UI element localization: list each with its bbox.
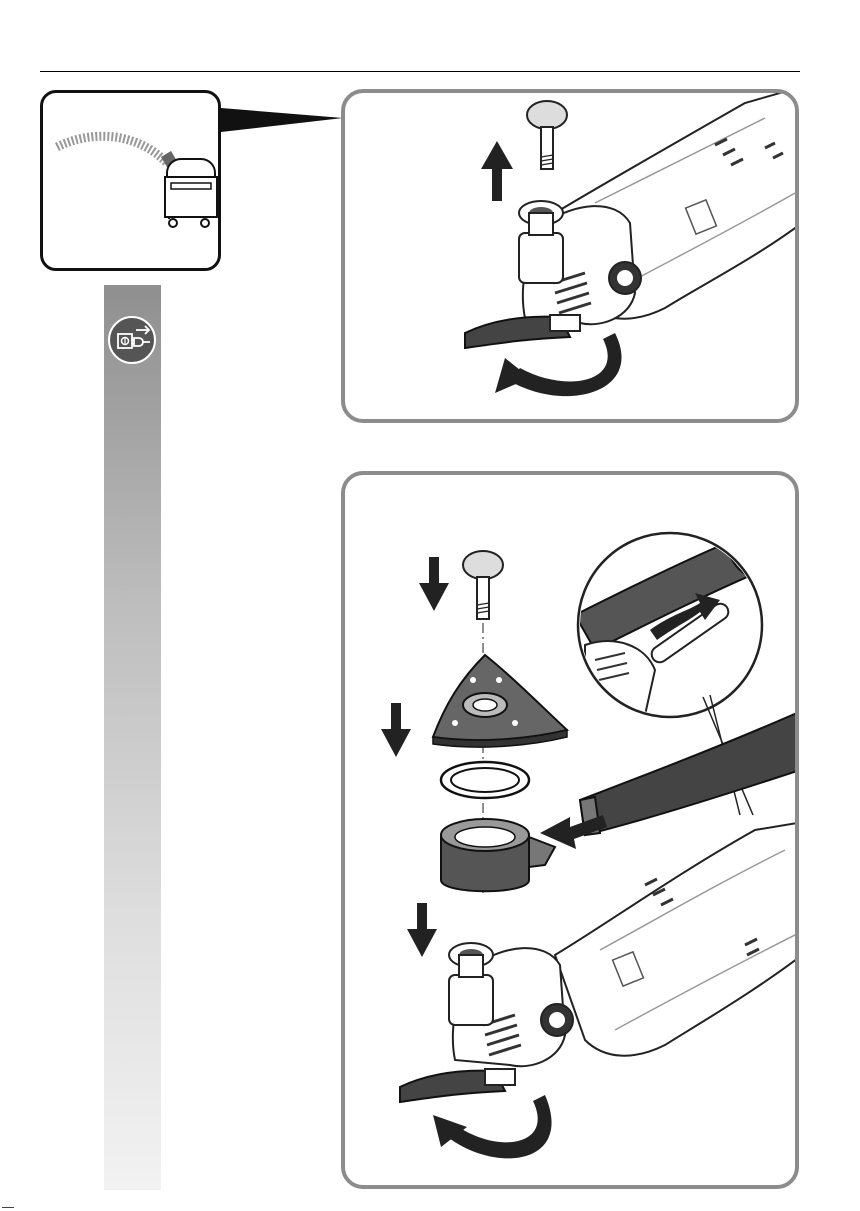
- hose-detail-magnifier: [575, 518, 775, 717]
- vacuum-hose-nozzle: [580, 705, 799, 835]
- rotate-arrow-icon: [495, 333, 622, 396]
- spacer-ring: [441, 762, 529, 798]
- footer-tick: [2, 1207, 14, 1208]
- unplug-icon: [110, 318, 158, 366]
- down-arrow-icon: [407, 903, 437, 957]
- down-arrow-icon: [381, 703, 411, 757]
- unplug-badge: [108, 316, 156, 364]
- gray-sidebar-strip: [104, 285, 161, 1190]
- up-arrow-icon: [481, 141, 513, 201]
- step-install-panel: [341, 471, 799, 1189]
- vacuum-callout-panel: [40, 90, 221, 271]
- sanding-pad: [433, 655, 567, 747]
- step-remove-panel: [341, 89, 799, 423]
- rotate-arrow-icon: [433, 1095, 552, 1158]
- step-remove-illustration: [345, 93, 799, 423]
- down-arrow-icon: [419, 557, 449, 611]
- dust-extractor-icon: [43, 93, 221, 271]
- extraction-adapter: [441, 819, 555, 891]
- step-install-illustration: [345, 475, 799, 1189]
